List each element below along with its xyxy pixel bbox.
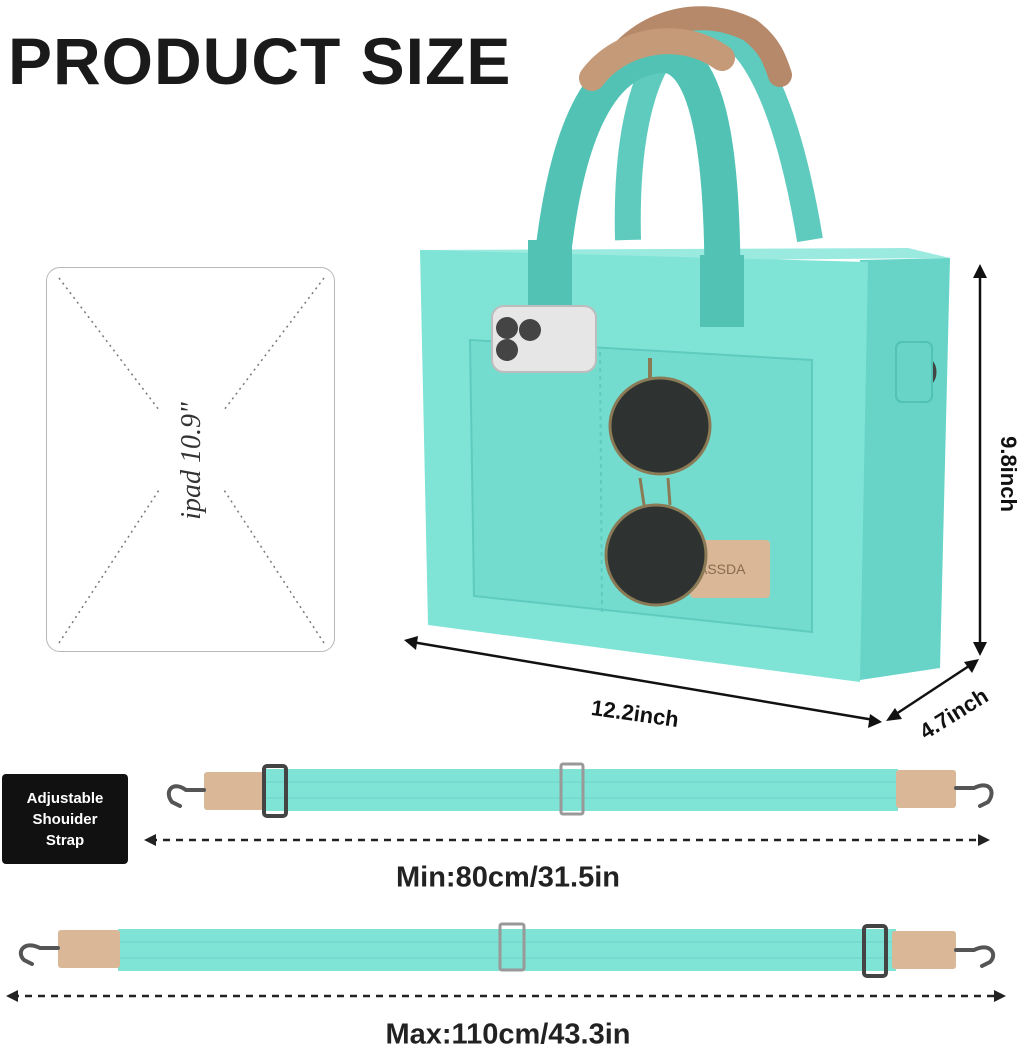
strap-min-length: Min:80cm/31.5in [395,861,621,894]
ipad-outline: ipad 10.9" [46,267,335,652]
ipad-diagonal-lines [58,277,325,644]
adjustable-strap-badge: Adjustable Shouider Strap [2,774,128,864]
page-title: PRODUCT SIZE [8,24,512,98]
brand-patch-text: ASSDA [698,561,746,577]
strap-max-length: Max:110cm/43.3in [385,1018,631,1051]
strap-badge-text: Adjustable Shouider Strap [26,789,104,849]
